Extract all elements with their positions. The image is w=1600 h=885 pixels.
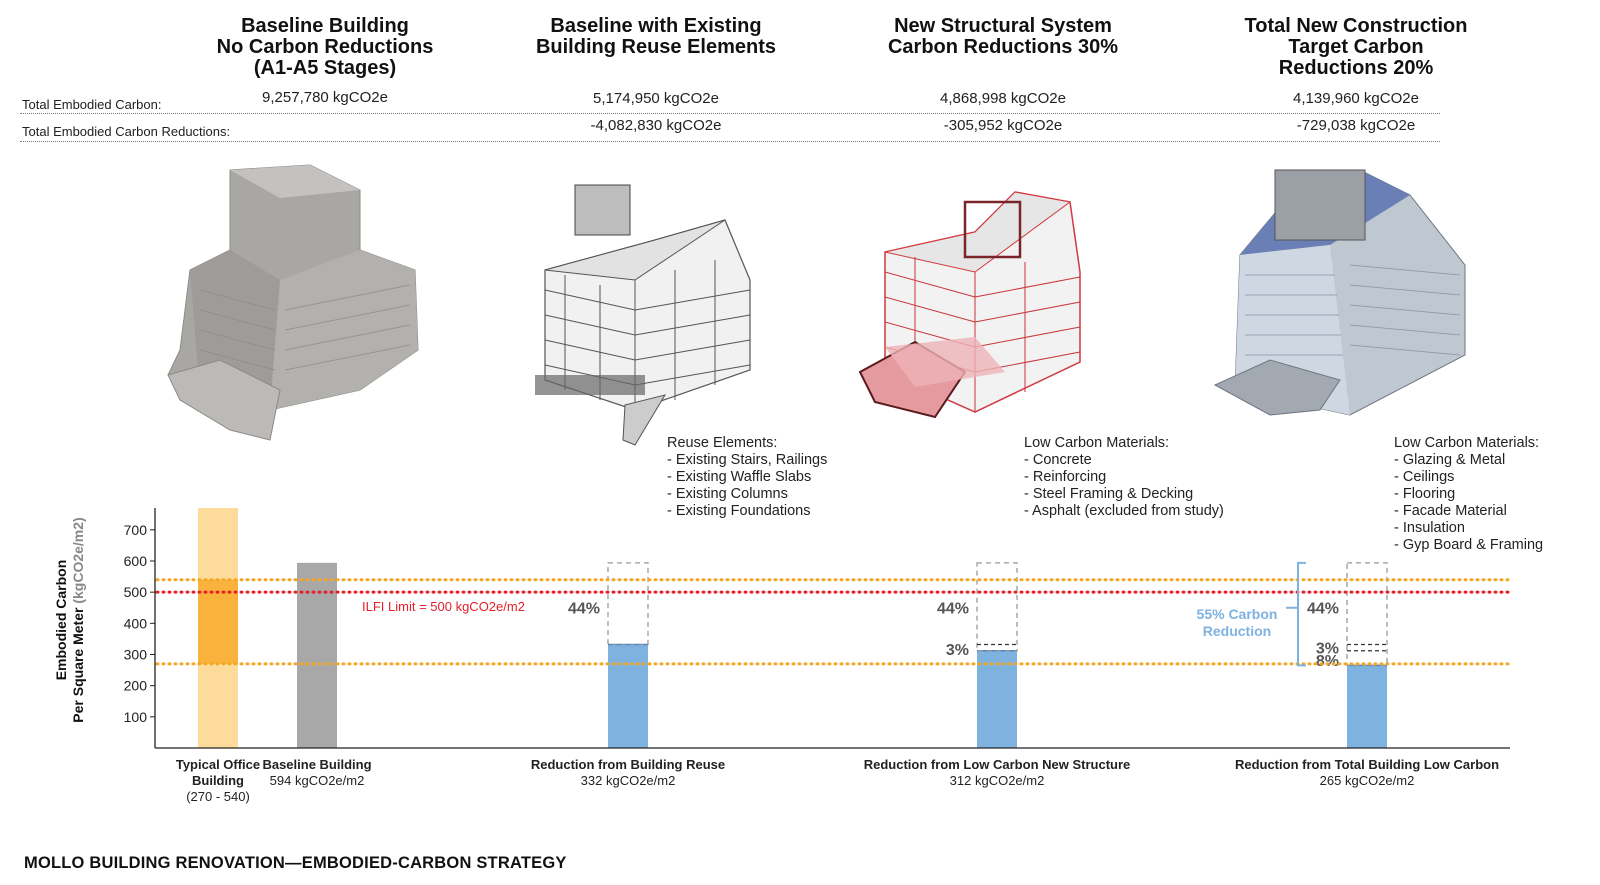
ilfi-limit-label: ILFI Limit = 500 kgCO2e/m2: [362, 599, 525, 614]
carbon-reduction-callout: Reduction: [1203, 623, 1271, 639]
percentage-label: 44%: [1307, 601, 1339, 618]
percentage-label: 44%: [937, 601, 969, 618]
table-divider: [20, 141, 1440, 142]
total-carbon-value: 4,139,960 kgCO2e: [1293, 90, 1419, 107]
y-tick-label: 400: [124, 615, 148, 631]
bar-reduction: [977, 650, 1017, 748]
bar-category-label: Building: [192, 773, 244, 788]
bar-reduction: [1347, 665, 1387, 748]
bar-baseline-outline: [1346, 562, 1388, 667]
total-carbon-value: 5,174,950 kgCO2e: [593, 90, 719, 107]
reduction-value: -729,038 kgCO2e: [1296, 117, 1416, 134]
reduction-value: -305,952 kgCO2e: [943, 117, 1063, 134]
low-carbon-structure-note: Low Carbon Materials: - Concrete- Reinfo…: [1024, 435, 1224, 519]
y-tick-label: 100: [124, 709, 148, 725]
y-tick-label: 600: [124, 553, 148, 569]
low-carbon-building-note: Low Carbon Materials: - Glazing & Metal-…: [1394, 435, 1544, 553]
bar-baseline-outline: [976, 562, 1018, 652]
total-reductions-label: Total Embodied Carbon Reductions:: [22, 124, 231, 139]
bar-category-label: 594 kgCO2e/m2: [270, 773, 365, 788]
bar-typical-range: [198, 579, 238, 664]
percentage-label: 3%: [1316, 641, 1339, 658]
bar-category-label: Reduction from Total Building Low Carbon: [1235, 757, 1499, 772]
bar-category-label: 312 kgCO2e/m2: [950, 773, 1045, 788]
reuse-structure-frame-icon: [535, 184, 751, 446]
percentage-label: 8%: [1316, 653, 1339, 670]
bar-category-label: Reduction from Low Carbon New Structure: [864, 757, 1131, 772]
page-footer-title: MOLLO BUILDING RENOVATION—EMBODIED-CARBO…: [24, 854, 567, 872]
reuse-elements-note: Reuse Elements: - Existing Stairs, Raili…: [667, 435, 828, 519]
bar-category-label: 265 kgCO2e/m2: [1320, 773, 1415, 788]
baseline-building-massing-icon: [167, 164, 419, 441]
bar-reduction: [608, 644, 648, 748]
bar-baseline-outline: [607, 562, 649, 646]
total-carbon-value: 9,257,780 kgCO2e: [262, 89, 388, 106]
reduction-bracket: [1297, 561, 1306, 667]
reduction-value: -4,082,830 kgCO2e: [590, 117, 722, 134]
bar-category-label: Baseline Building: [262, 757, 371, 772]
y-tick-label: 500: [124, 584, 148, 600]
y-tick-label: 300: [124, 646, 148, 662]
bar-category-label: Reduction from Building Reuse: [531, 757, 725, 772]
bar-category-label: 332 kgCO2e/m2: [581, 773, 676, 788]
percentage-label: 44%: [568, 601, 600, 618]
new-structure-frame-icon: [858, 191, 1081, 419]
percentage-label: 3%: [946, 642, 969, 659]
carbon-reduction-callout: 55% Carbon: [1197, 606, 1278, 622]
y-tick-label: 200: [124, 678, 148, 694]
bar-baseline: [297, 562, 337, 748]
total-carbon-value: 4,868,998 kgCO2e: [940, 90, 1066, 107]
table-divider: [20, 113, 1440, 114]
total-embodied-carbon-label: Total Embodied Carbon:: [22, 97, 162, 112]
bar-category-label: (270 - 540): [186, 789, 250, 804]
complete-building-facade-icon: [1213, 169, 1466, 416]
y-tick-label: 700: [124, 522, 148, 538]
bar-category-label: Typical Office: [176, 757, 260, 772]
y-axis-title: Embodied CarbonPer Square Meter (kgCO2e/…: [53, 517, 86, 722]
